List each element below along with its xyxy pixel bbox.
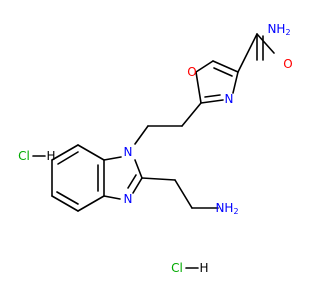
molecule-canvas: NH2 O O N N N NH2 Cl H Cl H (18, 22, 293, 275)
bond-c-nh2 (256, 33, 275, 54)
bond-c2-ch2 (181, 102, 202, 127)
atom-benz-n3: N (124, 192, 133, 206)
salt1-h: H (46, 149, 55, 163)
bond-c7b-c7a (77, 144, 105, 161)
bond-n1-c2b (134, 159, 143, 179)
bond-layer (32, 33, 275, 269)
bond-n3b-c3a (103, 195, 121, 200)
bond-c2-n3-inner (204, 94, 221, 98)
bond-c4-c5-inner (213, 67, 233, 77)
salt1-cl: Cl (18, 149, 30, 163)
salt2-h: H (199, 261, 208, 275)
bond-benz-inner-2 (56, 191, 79, 205)
atom-benz-n1: N (124, 145, 133, 159)
atom-labels: NH2 O O N N N NH2 Cl H Cl H (18, 22, 293, 275)
salt2-cl: Cl (171, 261, 183, 275)
bond-n1-c7a (103, 156, 122, 161)
atom-amine-nh2: NH2 (215, 201, 238, 216)
bond-c6b-c7b (51, 144, 79, 161)
bond-c2b-ch2a (141, 177, 176, 181)
bond-ch2a-ch2b (174, 179, 193, 209)
bond-c2-n3 (200, 99, 224, 104)
bond-c5-o1 (195, 60, 214, 73)
atom-oxazole-o: O (187, 65, 196, 79)
bond-c4-c5 (212, 60, 239, 73)
bond-n3-c4 (232, 71, 239, 94)
bond-benz-inner-3 (57, 151, 79, 165)
bond-o1-c2 (195, 71, 202, 104)
atom-oxazole-n: N (225, 92, 234, 106)
bond-c2b-n3b (132, 177, 143, 194)
bond-ch2-n1 (134, 125, 149, 145)
bond-c4b-c5b (51, 195, 79, 212)
atom-amide-nh2: NH2 (267, 22, 290, 37)
structure-drawing: NH2 O O N N N NH2 Cl H Cl H (18, 22, 293, 275)
bond-c2b-n3b-inner (127, 174, 137, 189)
bond-c3a-c4b (77, 195, 105, 212)
bond-c-oxazole (237, 33, 258, 73)
atom-carbonyl-o: O (283, 57, 292, 71)
